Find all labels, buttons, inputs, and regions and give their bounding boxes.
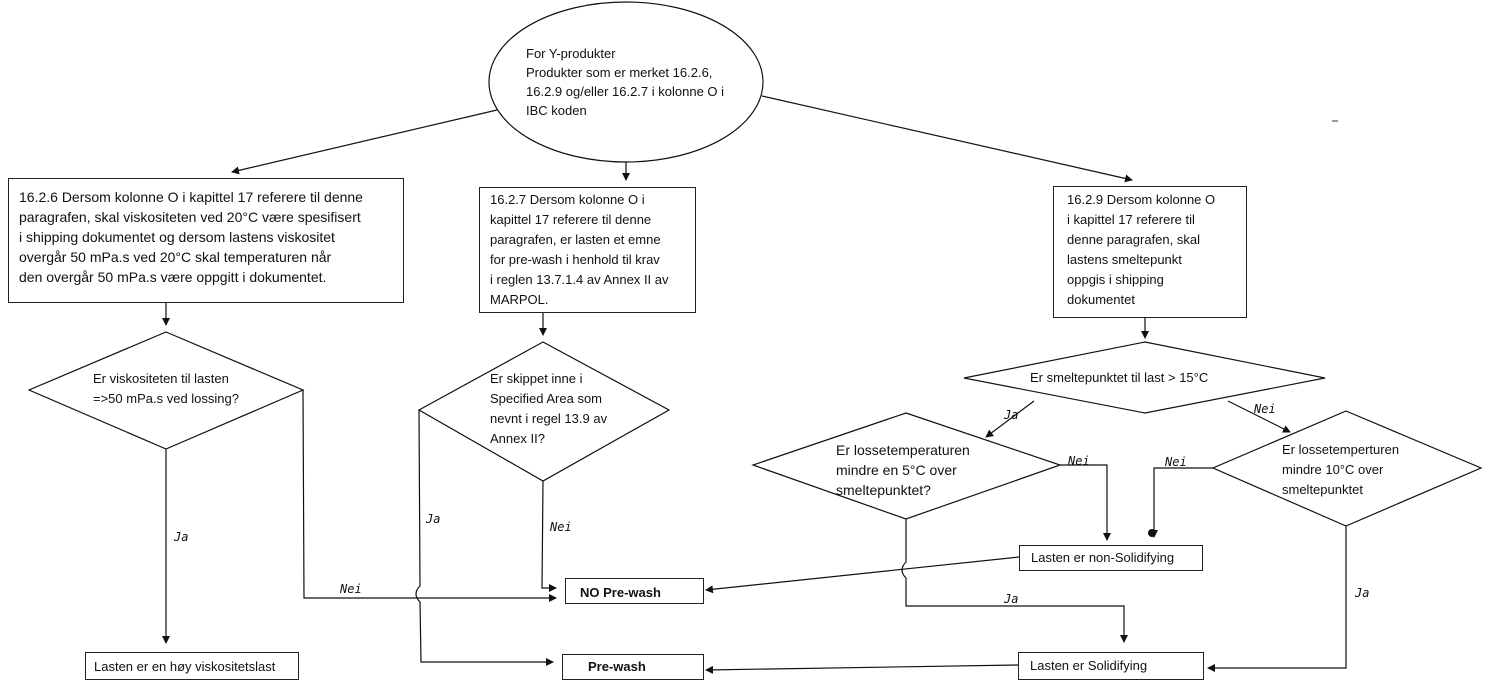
box-16-2-9-line: denne paragrafen, skal [1067, 232, 1200, 247]
q-unload10-text: Er lossetemperturen mindre 10°C over sme… [1282, 440, 1399, 500]
q-unload5-line: smeltepunktet? [836, 482, 931, 498]
edge-solid-to-prewash [705, 664, 1019, 674]
box-16-2-6-line: 16.2.6 Dersom kolonne O i kapittel 17 re… [19, 189, 363, 205]
edge-label-nei-visc: Nei [340, 582, 362, 596]
q-unload10-line: smeltepunktet [1282, 482, 1363, 497]
box-16-2-7-line: 16.2.7 Dersom kolonne O i [490, 192, 645, 207]
q-unload5-text: Er lossetemperaturen mindre en 5°C over … [836, 440, 970, 500]
edge-nonsolid-to-noprewash [705, 556, 1020, 594]
box-16-2-9-line: 16.2.9 Dersom kolonne O [1067, 192, 1216, 207]
edge-label-nei-area: Nei [550, 520, 572, 534]
result-non-solidifying: Lasten er non-Solidifying [1019, 545, 1203, 571]
edge-label-ja-area: Ja [426, 512, 441, 526]
q-viscosity-text: Er viskositeten til lasten =>50 mPa.s ve… [93, 369, 239, 409]
result-prewash: Pre-wash [562, 654, 704, 680]
box-16-2-9-line: oppgis i shipping [1067, 272, 1164, 287]
q-unload10-line: Er lossetemperturen [1282, 442, 1400, 457]
q-melt-text: Er smeltepunktet til last > 15°C [1030, 368, 1208, 388]
q-area-line: Specified Area som [490, 391, 603, 406]
box-16-2-6-line: den overgår 50 mPa.s være oppgitt i doku… [19, 269, 327, 285]
edge-visc-nei [302, 389, 557, 602]
decision-melting-point [963, 341, 1326, 414]
box-16-2-6-line: paragrafen, skal viskositeten ved 20°C v… [19, 209, 361, 225]
box-16-2-7-line: kapittel 17 referere til denne [490, 212, 652, 227]
start-line: Produkter som er merket 16.2.6, [526, 65, 713, 80]
result-solidifying-label: Lasten er Solidifying [1030, 658, 1148, 673]
box-16-2-7-line: for pre-wash i henhold til krav [490, 252, 660, 267]
result-high-viscosity: Lasten er en høy viskositetslast [85, 652, 299, 680]
q-unload10-line: mindre 10°C over [1282, 462, 1384, 477]
q-viscosity-line: Er viskositeten til lasten [93, 371, 229, 386]
edge-melt-ja [985, 400, 1035, 438]
start-text: For Y-produkter Produkter som er merket … [526, 44, 724, 120]
result-solidifying: Lasten er Solidifying [1018, 652, 1204, 680]
edge-u10-nei [1150, 467, 1213, 538]
box-16-2-7: 16.2.7 Dersom kolonne O i kapittel 17 re… [479, 187, 696, 313]
edge-label-ja-u10: Ja [1355, 586, 1370, 600]
box-16-2-9-line: i kapittel 17 referere til [1067, 212, 1195, 227]
start-line: For Y-produkter [526, 46, 616, 61]
box-16-2-6-line: i shipping dokumentet og dersom lastens … [19, 229, 335, 245]
q-unload5-line: mindre en 5°C over [836, 462, 957, 478]
box-16-2-7-line: MARPOL. [490, 292, 549, 307]
result-no-prewash-label: NO Pre-wash [580, 585, 661, 600]
result-non-solidifying-label: Lasten er non-Solidifying [1031, 550, 1175, 565]
q-melt-line: Er smeltepunktet til last > 15°C [1030, 370, 1209, 385]
q-area-line: Annex II? [490, 431, 545, 446]
box-16-2-7-line: paragrafen, er lasten et emne [490, 232, 661, 247]
box-16-2-9: 16.2.9 Dersom kolonne O i kapittel 17 re… [1053, 186, 1247, 318]
edge-area-ja-path [415, 409, 554, 666]
q-area-line: Er skippet inne i [490, 371, 583, 386]
edge-u10-ja [1207, 526, 1347, 672]
edge-u5-ja [901, 519, 1128, 643]
box-16-2-6-line: overgår 50 mPa.s ved 20°C skal temperatu… [19, 249, 332, 265]
result-no-prewash: NO Pre-wash [565, 578, 704, 604]
result-prewash-label: Pre-wash [588, 659, 646, 674]
edge-start-to-1626 [231, 109, 498, 175]
edge-start-to-1629 [761, 95, 1133, 183]
edge-label-nei-melt: Nei [1254, 402, 1276, 416]
edge-melt-nei [1227, 400, 1291, 433]
q-unload5-line: Er lossetemperaturen [836, 442, 970, 458]
result-high-viscosity-label: Lasten er en høy viskositetslast [94, 659, 276, 674]
edge-area-nei [541, 480, 557, 592]
box-16-2-9-line: dokumentet [1067, 292, 1135, 307]
edge-label-ja-u5: Ja [1004, 592, 1019, 606]
box-16-2-6: 16.2.6 Dersom kolonne O i kapittel 17 re… [8, 178, 404, 303]
edge-label-ja-melt: Ja [1004, 408, 1019, 422]
edge-label-nei-u5: Nei [1068, 454, 1090, 468]
edge-label-nei-u10: Nei [1165, 455, 1187, 469]
junction-dot [1148, 529, 1156, 537]
box-16-2-9-line: lastens smeltepunkt [1067, 252, 1182, 267]
q-area-line: nevnt i regel 13.9 av [490, 411, 608, 426]
box-16-2-7-line: i reglen 13.7.1.4 av Annex II av [490, 272, 669, 287]
start-line: 16.2.9 og/eller 16.2.7 i kolonne O i [526, 84, 725, 99]
edge-label-ja-visc: Ja [174, 530, 189, 544]
edge-u5-nei [1060, 464, 1111, 541]
q-area-text: Er skippet inne i Specified Area som nev… [490, 369, 607, 449]
start-line: IBC koden [526, 103, 587, 118]
q-viscosity-line: =>50 mPa.s ved lossing? [93, 391, 239, 406]
